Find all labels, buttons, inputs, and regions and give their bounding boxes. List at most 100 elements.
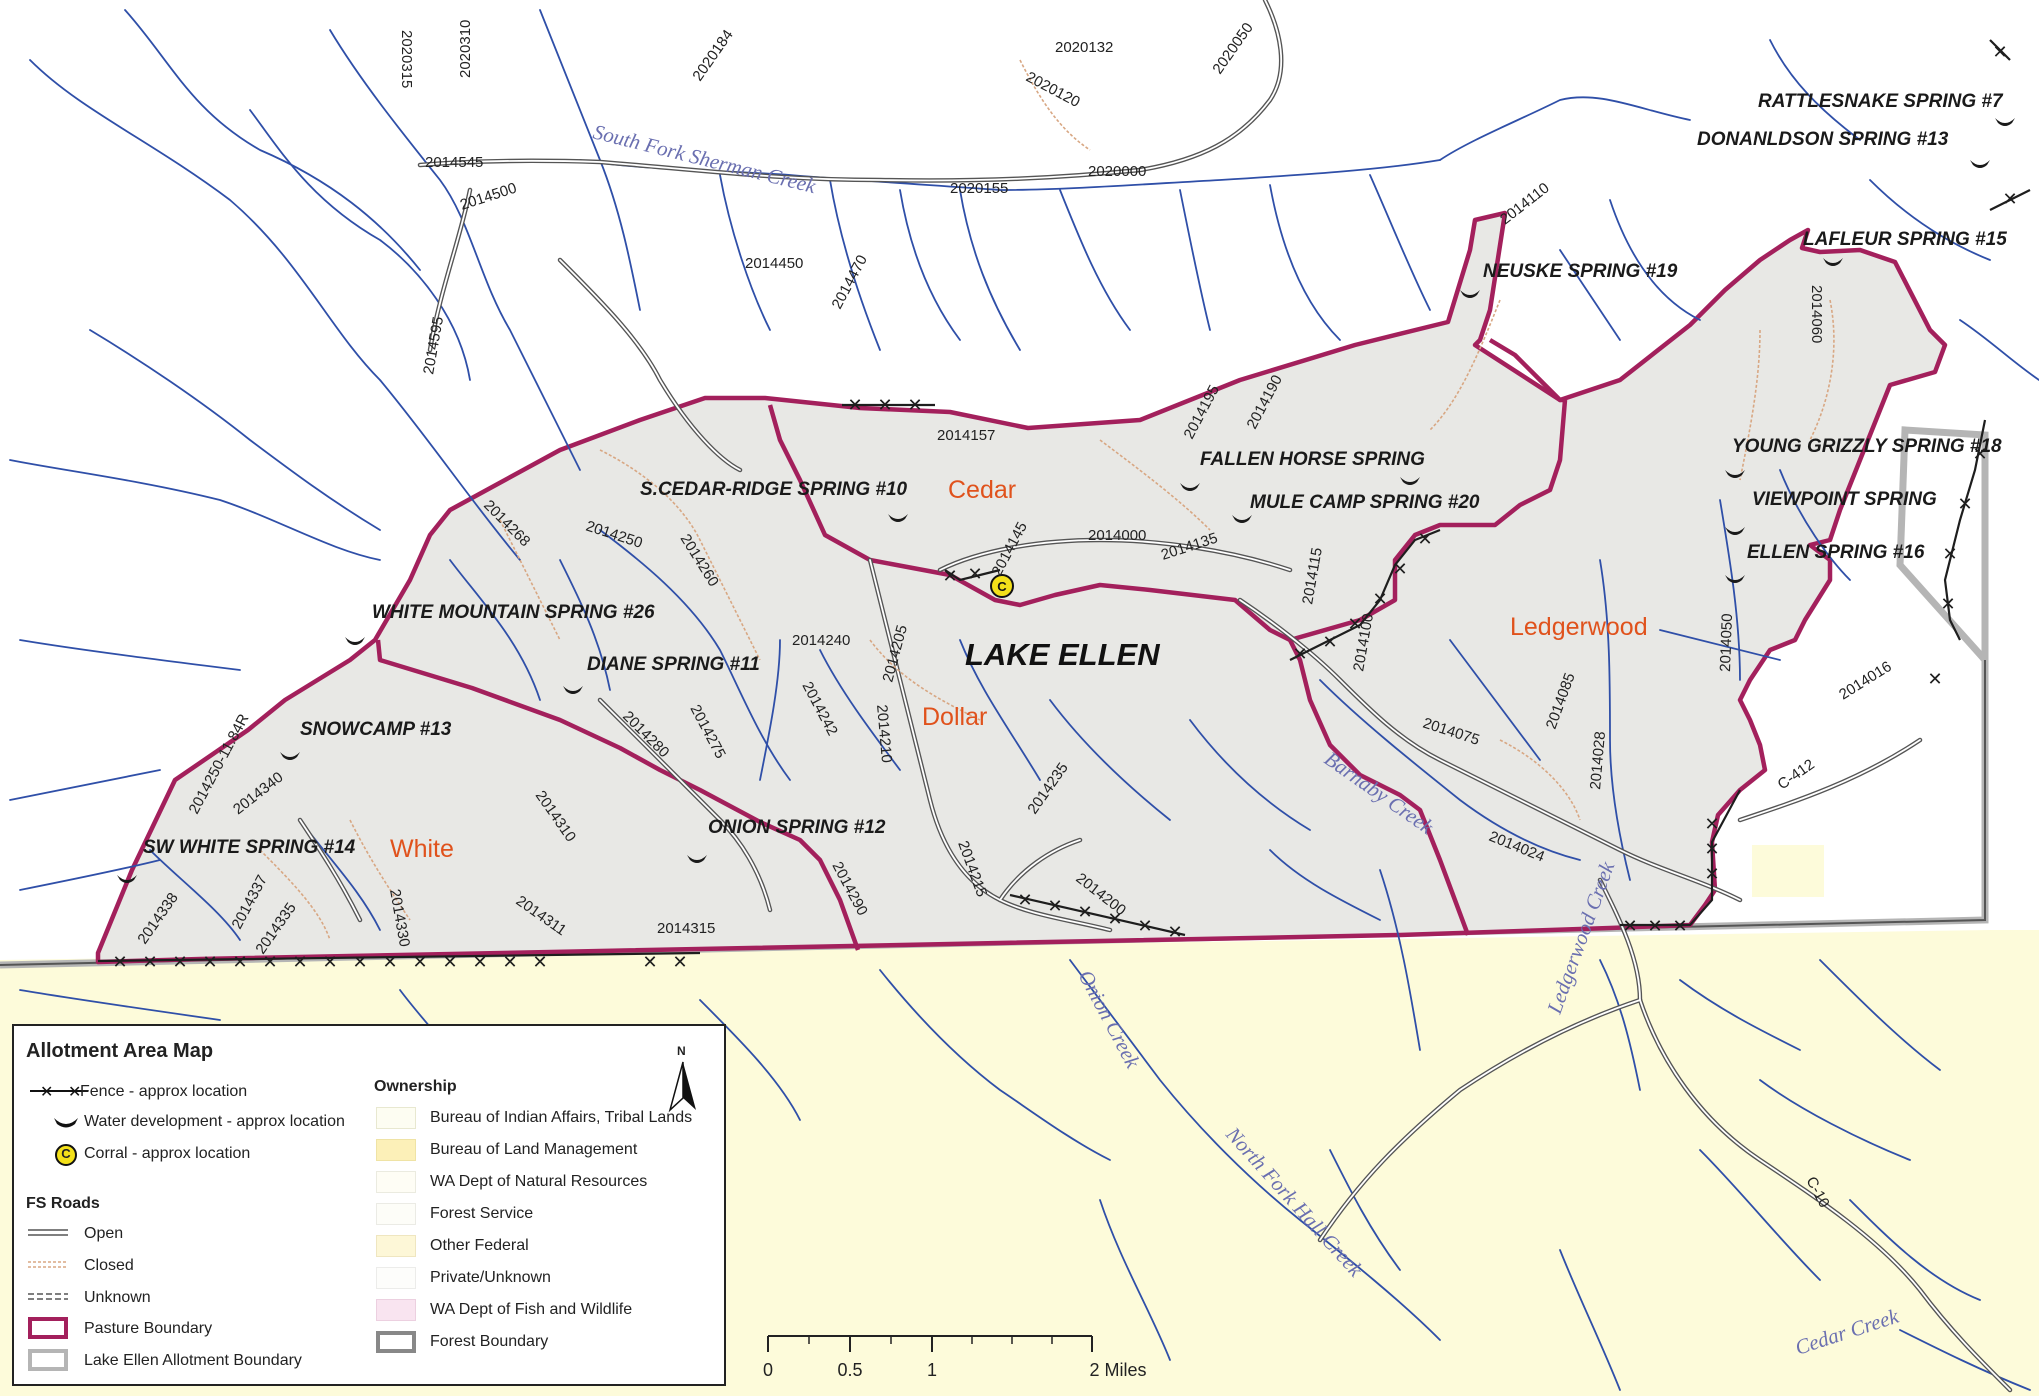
road-label: 2014000 bbox=[1088, 527, 1146, 544]
ownership-swatch-forest-boundary bbox=[376, 1331, 416, 1353]
svg-text:✕: ✕ bbox=[1417, 529, 1432, 549]
spring-label: VIEWPOINT SPRING bbox=[1752, 489, 1937, 510]
road-label: 2014315 bbox=[657, 920, 715, 937]
legend-ownership-dnr: WA Dept of Natural Resources bbox=[430, 1173, 648, 1190]
pasture-boundary-swatch bbox=[28, 1317, 68, 1339]
spring-label: SNOWCAMP #13 bbox=[300, 719, 452, 740]
road-label: 2020184 bbox=[689, 27, 736, 85]
svg-text:✕: ✕ bbox=[1017, 890, 1032, 910]
road-label: C-412 bbox=[1775, 756, 1818, 793]
road-label: 2020155 bbox=[950, 180, 1008, 197]
legend-allotment-boundary-label: Lake Ellen Allotment Boundary bbox=[84, 1352, 302, 1369]
spring-label: FALLEN HORSE SPRING bbox=[1200, 449, 1425, 470]
pasture-label-ledgerwood: Ledgerwood bbox=[1510, 613, 1648, 641]
svg-text:✕: ✕ bbox=[1137, 916, 1152, 936]
road-label: 2020050 bbox=[1209, 20, 1256, 78]
scale-tick-0-5: 0.5 bbox=[837, 1360, 863, 1380]
water-development-icon bbox=[1995, 118, 2015, 126]
ownership-swatch-wdfw bbox=[376, 1299, 416, 1321]
svg-text:✕: ✕ bbox=[502, 952, 517, 972]
legend-title: Allotment Area Map bbox=[26, 1040, 214, 1062]
streams bbox=[9, 9, 2039, 1391]
svg-text:✕: ✕ bbox=[1347, 614, 1362, 634]
legend-fence-label: Fence - approx location bbox=[80, 1083, 248, 1100]
water-development-icon bbox=[345, 637, 365, 645]
svg-text:✕: ✕ bbox=[1077, 902, 1092, 922]
svg-text:✕: ✕ bbox=[1292, 644, 1307, 664]
open-roads bbox=[297, 0, 2013, 1393]
scale-tick-1: 1 bbox=[926, 1360, 938, 1380]
water-development-icon bbox=[1725, 470, 1745, 478]
pasture-label-cedar: Cedar bbox=[948, 476, 1016, 504]
svg-text:✕: ✕ bbox=[1942, 544, 1957, 564]
svg-text:✕: ✕ bbox=[967, 564, 982, 584]
private-land-parcel bbox=[1752, 845, 1824, 897]
closed-roads bbox=[259, 59, 1835, 941]
svg-text:✕: ✕ bbox=[1047, 896, 1062, 916]
svg-text:✕: ✕ bbox=[847, 395, 862, 415]
legend-ownership-forest-boundary: Forest Boundary bbox=[430, 1333, 549, 1350]
legend-ownership-forest-service: Forest Service bbox=[430, 1205, 534, 1222]
water-development-icon bbox=[1460, 290, 1480, 298]
svg-text:✕: ✕ bbox=[262, 952, 277, 972]
north-label: N bbox=[677, 1044, 686, 1058]
spring-label: WHITE MOUNTAIN SPRING #26 bbox=[372, 602, 655, 623]
road-label: 2014016 bbox=[1836, 658, 1895, 703]
ownership-swatch-dnr bbox=[376, 1171, 416, 1193]
scale-tick-2: 2 Miles bbox=[1089, 1360, 1147, 1380]
unknown-road-icon bbox=[28, 1293, 68, 1300]
road-label: 2014595 bbox=[420, 315, 447, 375]
road-label: 2014050 bbox=[1717, 613, 1736, 672]
road-label: 2014210 bbox=[873, 704, 895, 764]
road-label: 2014450 bbox=[745, 255, 803, 272]
svg-text:✕: ✕ bbox=[1392, 559, 1407, 579]
spring-label: S.CEDAR-RIDGE SPRING #10 bbox=[640, 479, 908, 500]
road-label: 2020120 bbox=[1023, 69, 1083, 111]
svg-text:✕: ✕ bbox=[232, 952, 247, 972]
svg-text:✕: ✕ bbox=[642, 952, 657, 972]
corral-icon: C bbox=[990, 574, 1014, 598]
svg-text:✕: ✕ bbox=[1957, 494, 1972, 514]
svg-text:✕: ✕ bbox=[68, 1084, 81, 1101]
legend: Allotment Area Map N ✕ ✕ Fence - approx … bbox=[12, 1024, 726, 1386]
road-label: 2014545 bbox=[425, 154, 483, 171]
pasture-boundary-dollar bbox=[1287, 638, 1471, 936]
road-label: 2014157 bbox=[937, 427, 995, 444]
svg-text:✕: ✕ bbox=[352, 952, 367, 972]
water-development-icon bbox=[1400, 477, 1420, 485]
fence-icon: ✕ ✕ bbox=[30, 1084, 88, 1101]
svg-text:✕: ✕ bbox=[1672, 916, 1687, 936]
svg-text:✕: ✕ bbox=[112, 952, 127, 972]
svg-text:✕: ✕ bbox=[442, 952, 457, 972]
svg-text:✕: ✕ bbox=[1622, 916, 1637, 936]
corral-icon bbox=[55, 1144, 77, 1166]
svg-text:✕: ✕ bbox=[472, 952, 487, 972]
svg-text:✕: ✕ bbox=[322, 952, 337, 972]
svg-text:✕: ✕ bbox=[1372, 589, 1387, 609]
north-arrow: N bbox=[668, 1044, 698, 1116]
water-development-icon bbox=[687, 855, 707, 863]
legend-ownership-other-federal: Other Federal bbox=[430, 1237, 529, 1254]
legend-ownership-heading: Ownership bbox=[374, 1078, 457, 1095]
spring-label: YOUNG GRIZZLY SPRING #18 bbox=[1732, 436, 2002, 457]
ownership-swatch-other-federal bbox=[376, 1235, 416, 1257]
spring-labels: RATTLESNAKE SPRING #7 DONANLDSON SPRING … bbox=[143, 91, 2007, 858]
legend-roads-heading: FS Roads bbox=[26, 1195, 100, 1212]
water-development-icon bbox=[1970, 160, 1990, 168]
water-development-icon bbox=[1232, 515, 1252, 523]
open-road-icon bbox=[28, 1229, 68, 1236]
svg-text:✕: ✕ bbox=[942, 566, 957, 586]
legend-ownership-bia: Bureau of Indian Affairs, Tribal Lands bbox=[430, 1109, 693, 1126]
spring-label: ELLEN SPRING #16 bbox=[1747, 542, 1925, 563]
ownership-swatch-forest-service bbox=[376, 1203, 416, 1225]
water-development-icon bbox=[280, 752, 300, 760]
scale-bar: 0 0.5 1 2 Miles bbox=[762, 1330, 1162, 1390]
pasture-label-dollar: Dollar bbox=[922, 703, 987, 731]
svg-text:✕: ✕ bbox=[1992, 42, 2007, 62]
pasture-label-white: White bbox=[390, 835, 454, 863]
corral-glyph: C bbox=[61, 1146, 71, 1161]
pasture-boundary-ledgerwood bbox=[1289, 399, 1568, 643]
ownership-swatch-blm bbox=[376, 1139, 416, 1161]
road-label: 2014500 bbox=[458, 180, 519, 214]
